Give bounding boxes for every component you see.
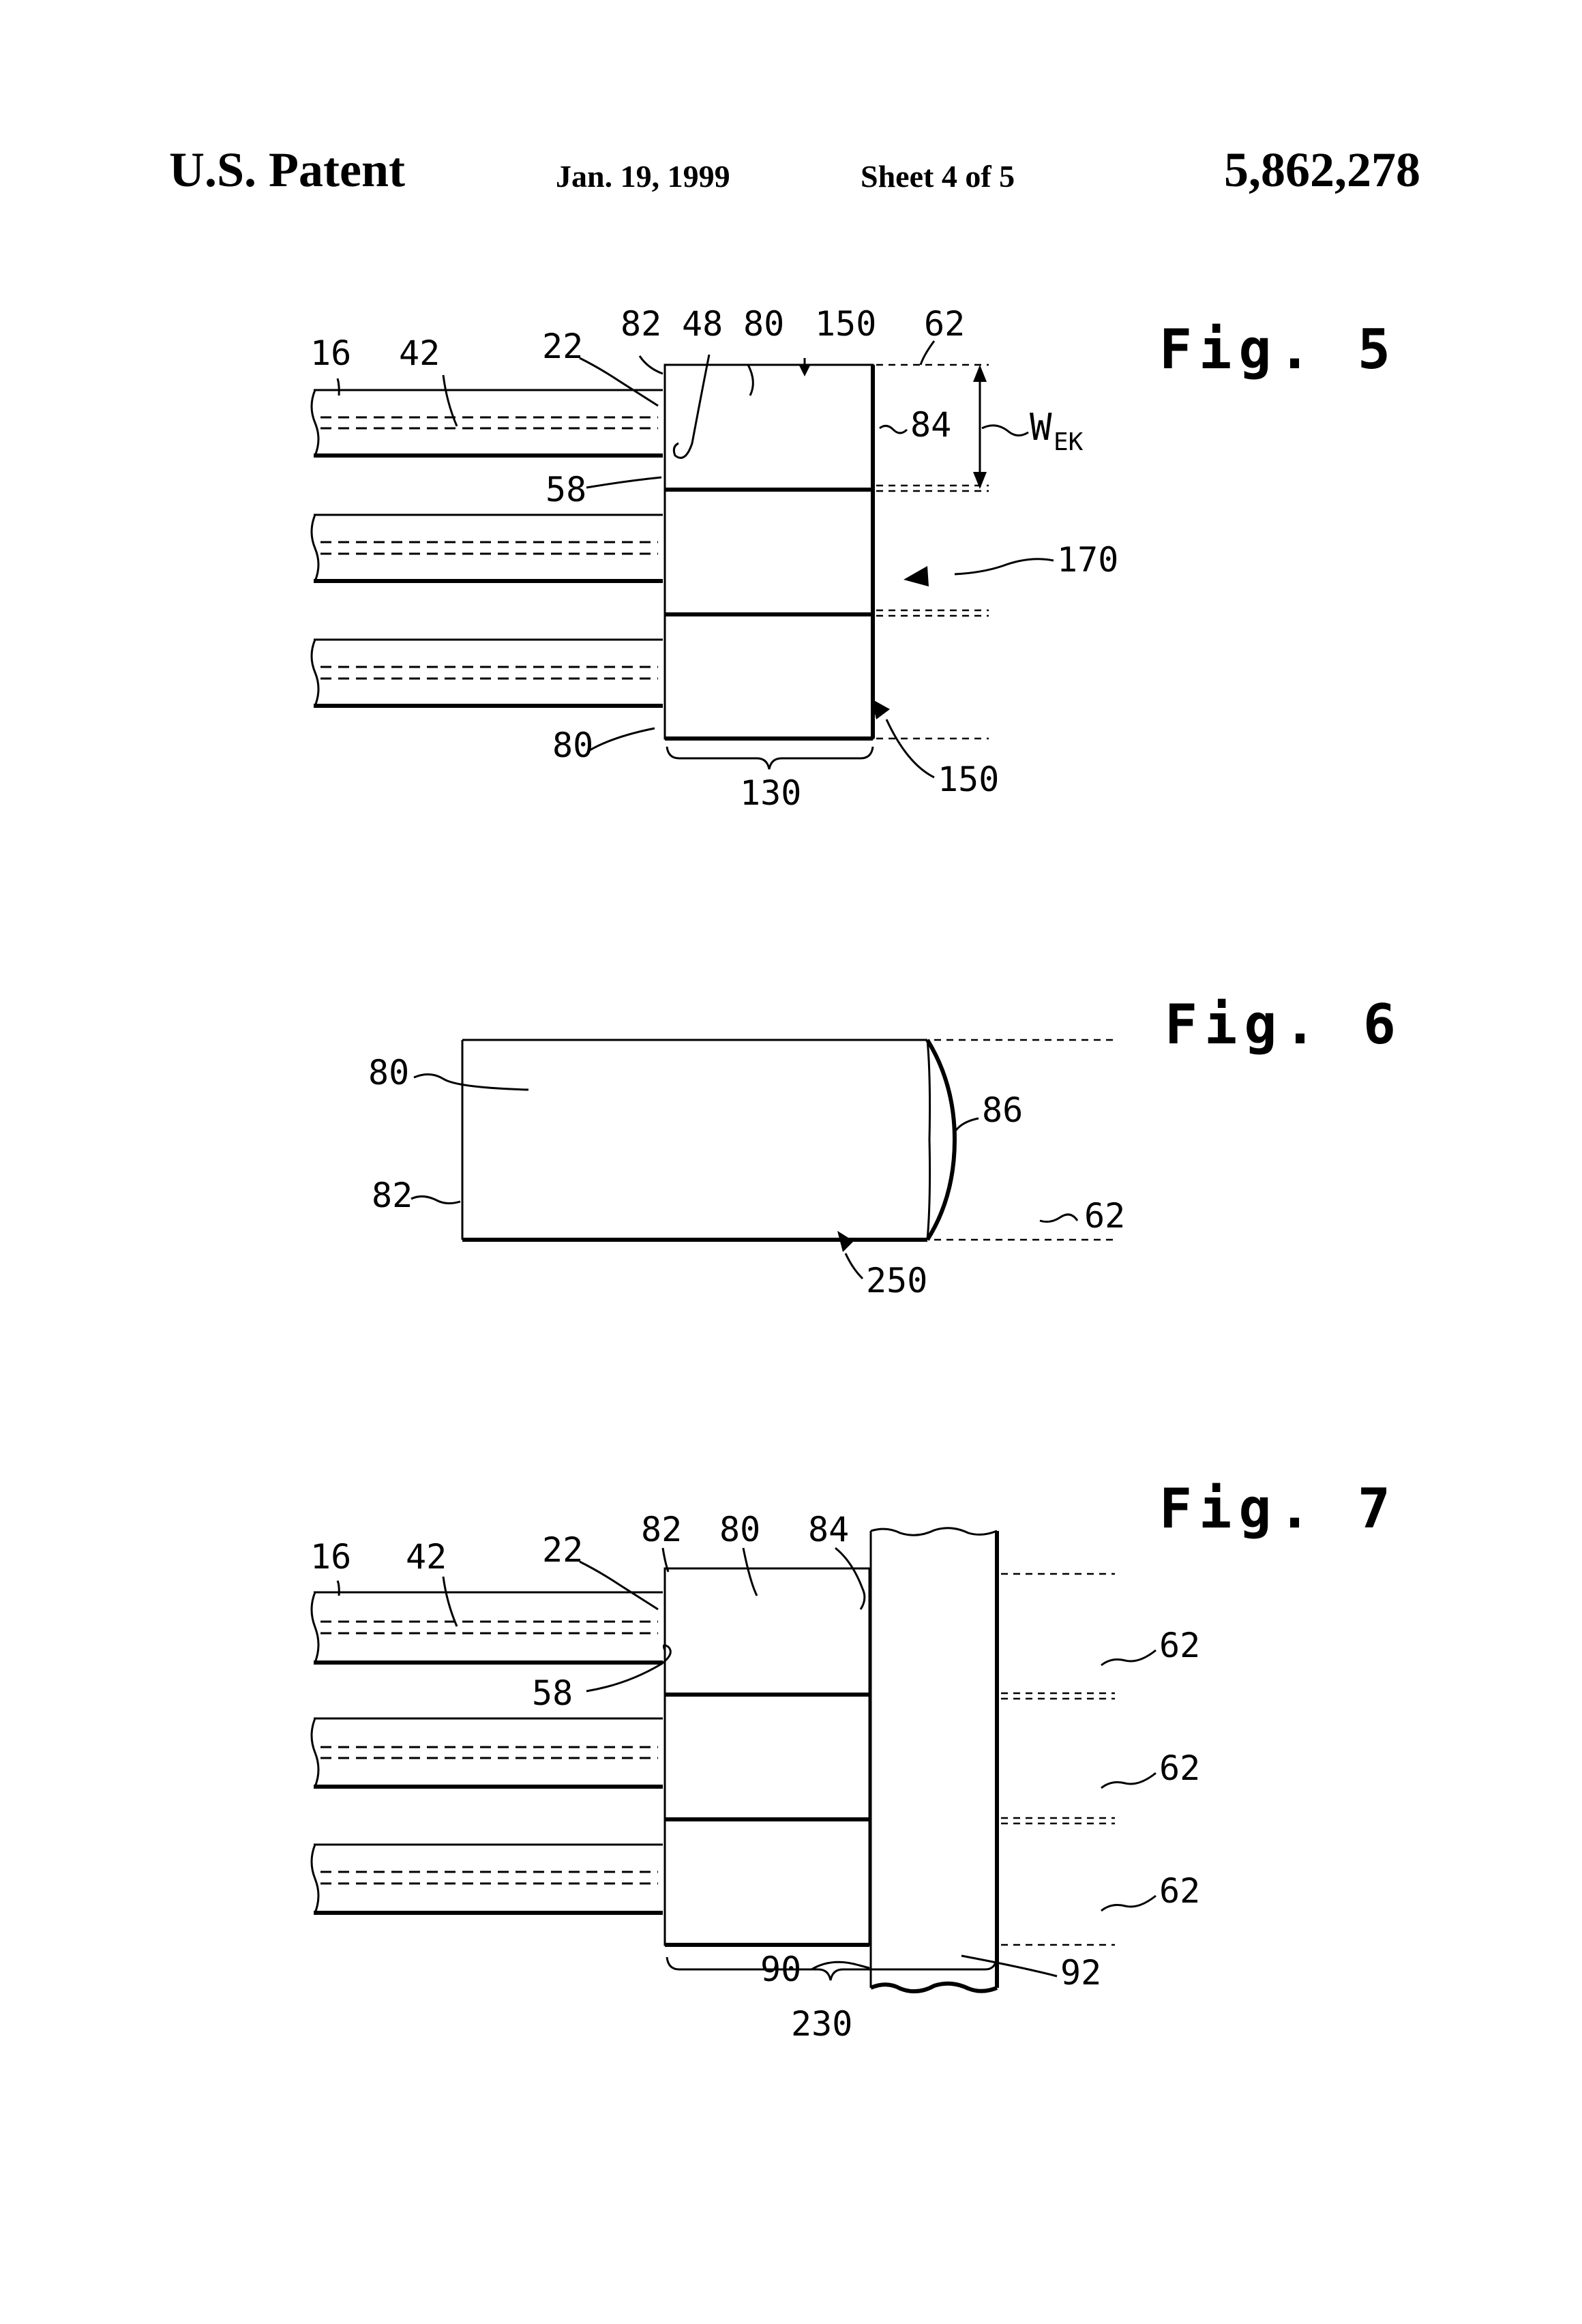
fig7-fiber-3 xyxy=(312,1845,663,1913)
fig5-label-48: 48 xyxy=(682,304,723,344)
fig6-lens-86 xyxy=(927,1040,955,1240)
fig5-label-82: 82 xyxy=(621,304,661,344)
fig7-coupling-block xyxy=(665,1568,869,1945)
fig5-label-22: 22 xyxy=(542,327,583,366)
fig5-arrow-170 xyxy=(955,559,1054,574)
fig5-label-wek-sub: EK xyxy=(1054,428,1084,456)
fig6-label-62: 62 xyxy=(1084,1196,1125,1236)
fig7-fiber-2 xyxy=(312,1718,663,1787)
fig5-label-16: 16 xyxy=(310,333,351,373)
fig5-label-80-bottom: 80 xyxy=(552,726,593,765)
fig5-label-42: 42 xyxy=(399,333,440,373)
fig5-fiber-3 xyxy=(312,640,663,706)
fig6-title: Fig. 6 xyxy=(1165,993,1403,1056)
fig5-label-80-top: 80 xyxy=(743,304,784,344)
fig5-label-150-top: 150 xyxy=(815,304,876,344)
fig7-label-82: 82 xyxy=(641,1510,682,1549)
fig5-label-62: 62 xyxy=(924,304,965,344)
figure-7: Fig. 7 xyxy=(310,1477,1397,2044)
fig7-title: Fig. 7 xyxy=(1159,1477,1397,1540)
fig6-label-82: 82 xyxy=(372,1176,413,1215)
fig7-label-62-c: 62 xyxy=(1159,1871,1200,1911)
fig7-label-58: 58 xyxy=(532,1673,573,1713)
fig6-label-80: 80 xyxy=(368,1053,409,1092)
fig5-label-150-bottom: 150 xyxy=(938,760,999,799)
fig7-label-22: 22 xyxy=(542,1530,583,1570)
fig5-label-58: 58 xyxy=(546,470,586,509)
fig7-label-90: 90 xyxy=(760,1950,801,1989)
fig6-label-250: 250 xyxy=(866,1261,927,1300)
fig6-coupling-element xyxy=(462,1040,955,1240)
fig5-bracket-130 xyxy=(667,747,873,769)
fig7-label-92: 92 xyxy=(1060,1953,1101,1993)
fig7-label-80: 80 xyxy=(719,1510,760,1549)
fig5-label-130: 130 xyxy=(740,773,801,813)
fig5-label-wek: W xyxy=(1030,406,1052,449)
fig5-wek-dimension xyxy=(973,365,1028,489)
fig5-label-170: 170 xyxy=(1057,540,1118,580)
fig7-bracket-230 xyxy=(667,1957,997,1980)
fig7-label-16: 16 xyxy=(310,1537,351,1577)
figure-5: Fig. 5 xyxy=(310,304,1397,813)
fig5-label-84: 84 xyxy=(910,405,951,445)
fig5-fiber-2 xyxy=(312,515,663,581)
figure-6: Fig. 6 80 82 86 62 250 xyxy=(368,993,1403,1300)
fig7-label-62-a: 62 xyxy=(1159,1626,1200,1665)
fig7-label-84: 84 xyxy=(808,1510,849,1549)
fig7-label-42: 42 xyxy=(406,1537,447,1577)
fig7-fiber-1 xyxy=(312,1592,663,1663)
fig5-title: Fig. 5 xyxy=(1159,318,1397,381)
fig7-label-230: 230 xyxy=(791,2004,852,2044)
fig7-label-62-b: 62 xyxy=(1159,1748,1200,1788)
fig5-fiber-1 xyxy=(312,390,663,456)
fig7-plate xyxy=(871,1528,997,1991)
fig6-label-86: 86 xyxy=(982,1090,1023,1130)
